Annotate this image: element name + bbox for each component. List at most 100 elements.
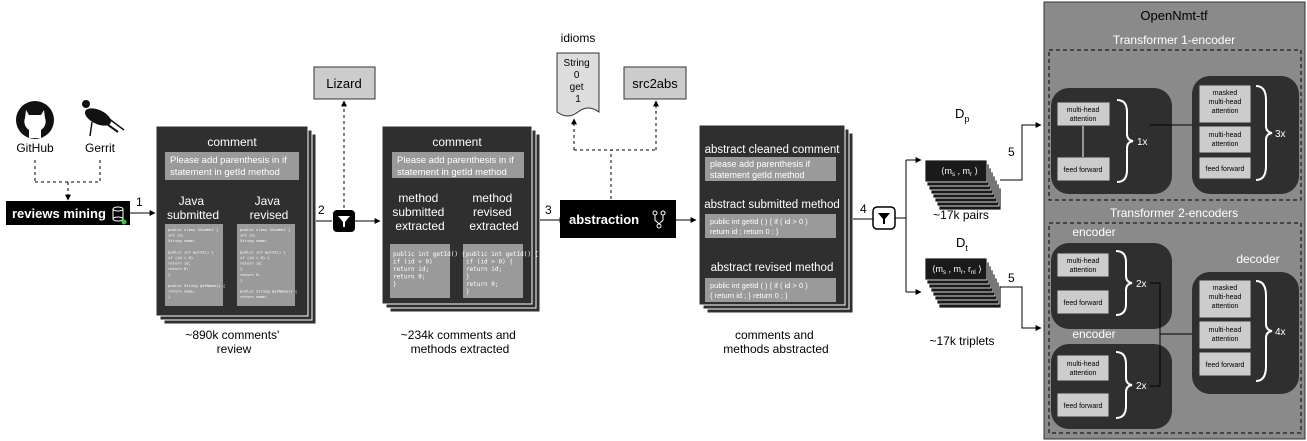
- reviews-mining-box: [6, 201, 130, 225]
- dp-row: ⟨ms , mr ⟩: [941, 166, 978, 178]
- stage2-code-revised: public int getId() { if (id > 0) { retur…: [466, 251, 538, 296]
- code-line: return 0;: [393, 274, 426, 281]
- dp-stack: [924, 159, 1002, 211]
- code-line: return id;: [393, 266, 429, 273]
- gerrit-icon: [82, 100, 125, 137]
- code-line: public String getName() {: [240, 289, 297, 294]
- abstraction-box: [560, 200, 676, 238]
- code-line: if (id > 0): [393, 259, 433, 266]
- code-line: int id;: [240, 233, 256, 238]
- stage3-caption: comments and methods abstracted: [723, 328, 828, 356]
- dt-caption: ~17k triplets: [929, 334, 994, 348]
- dataset-sheet: [924, 159, 988, 183]
- t2-title: Transformer 2-encoders: [1110, 206, 1238, 220]
- code-line: public int getId() {: [393, 251, 465, 258]
- idioms-items: String 0 get 1: [564, 58, 593, 105]
- code-line: if (id > 0) {: [240, 255, 270, 260]
- t1-dec-ff: feed forward: [1206, 166, 1245, 173]
- stage1-caption: ~890k comments' review: [185, 328, 282, 356]
- git-merge-icon: [652, 210, 666, 229]
- stage1-java-submitted: Java submitted: [167, 194, 219, 222]
- code-line: }: [168, 294, 170, 299]
- code-line: if (id > 0): [168, 255, 193, 260]
- t2-frame: [1048, 222, 1302, 434]
- code-line: }: [240, 277, 242, 282]
- reviews-mining-label: reviews mining: [12, 206, 106, 221]
- t2-dec-times: 4x: [1275, 327, 1286, 338]
- stage2-caption: ~234k comments and methods extracted: [401, 328, 519, 356]
- stage2-method-submitted: method submitted extracted: [392, 191, 447, 233]
- database-icon: [112, 206, 127, 225]
- t1-title: Transformer 1-encoder: [1113, 33, 1235, 47]
- step-2: 2: [318, 203, 325, 217]
- opennmt-title: OpenNmt-tf: [1140, 8, 1208, 23]
- code-line: }: [466, 274, 470, 281]
- code-line: int id;: [168, 233, 184, 238]
- lizard-label: Lizard: [326, 76, 361, 91]
- dp-caption: ~17k pairs: [933, 208, 989, 222]
- step-3: 3: [545, 203, 552, 217]
- stage1-code-submitted: public class Student { int id; String na…: [168, 227, 225, 299]
- stage2-comment-title: comment: [432, 135, 482, 149]
- idioms-document: [556, 52, 600, 117]
- stage2-code-submitted: public int getId() { if (id > 0) return …: [393, 251, 465, 288]
- stage1-comment-title: comment: [207, 135, 257, 149]
- code-line: if (id > 0) {: [466, 259, 513, 266]
- dt-stack: [924, 257, 1002, 309]
- stage1-java-revised: Java revised: [250, 194, 289, 222]
- code-line: return name;: [240, 294, 267, 299]
- stage2-comment-text: Please add parenthesis in if statement i…: [397, 155, 516, 178]
- code-line: public int getId() {: [168, 249, 214, 254]
- code-line: String name;: [240, 238, 267, 243]
- t2-encoder1-label: encoder: [1072, 225, 1115, 239]
- stage2-method-revised: method revised extracted: [469, 191, 518, 233]
- stage3-submitted-title: abstract submitted method: [704, 199, 840, 211]
- code-line: String name;: [168, 238, 195, 243]
- abstraction-label: abstraction: [569, 212, 639, 227]
- code-line: public String getName() {: [168, 283, 225, 288]
- t2-enc1-times: 2x: [1136, 279, 1147, 290]
- code-line: return id;: [466, 266, 502, 273]
- code-line: public class Student {: [168, 227, 218, 232]
- src2abs-box: [623, 66, 687, 100]
- code-line: return name;: [168, 289, 195, 294]
- t2-dec-ff: feed forward: [1206, 362, 1245, 369]
- code-line: return 0;: [466, 281, 499, 288]
- code-line: }: [466, 289, 470, 296]
- github-icon: [16, 101, 54, 139]
- t1-frame: [1048, 49, 1302, 201]
- src2abs-label: src2abs: [632, 76, 678, 91]
- stage3-revised-title: abstract revised method: [711, 262, 834, 274]
- t1-dec-times: 3x: [1275, 129, 1286, 140]
- dt-label: Dt: [956, 235, 968, 253]
- step-5b: 5: [1008, 271, 1015, 285]
- step-5a: 5: [1008, 145, 1015, 159]
- stage1-code-revised: public class Student { int id; String na…: [240, 227, 297, 299]
- t2-enc2-ff: feed forward: [1064, 403, 1103, 410]
- code-line: }: [240, 266, 242, 271]
- t1-enc-times: 1x: [1137, 137, 1148, 148]
- t2-enc2-times: 2x: [1136, 381, 1147, 392]
- t2-enc1-ff: feed forward: [1064, 300, 1103, 307]
- t2-decoder-label: decoder: [1236, 252, 1279, 266]
- dataset-sheet: [924, 257, 988, 281]
- code-line: return id;: [168, 261, 191, 266]
- stage3-cleaned-text: please add parenthesis if statement getI…: [710, 159, 813, 180]
- github-label: GitHub: [16, 141, 54, 155]
- code-line: }: [393, 281, 397, 288]
- code-line: }: [168, 272, 170, 277]
- code-line: public int getId() {: [466, 251, 538, 258]
- code-line: public int getId() {: [240, 249, 286, 254]
- stage3-cleaned-title: abstract cleaned comment: [705, 144, 841, 156]
- stage3-submitted-text: public int getId ( ) { if ( id > 0 ) ret…: [710, 217, 810, 236]
- lizard-box: [313, 66, 376, 100]
- step-4: 4: [860, 202, 867, 216]
